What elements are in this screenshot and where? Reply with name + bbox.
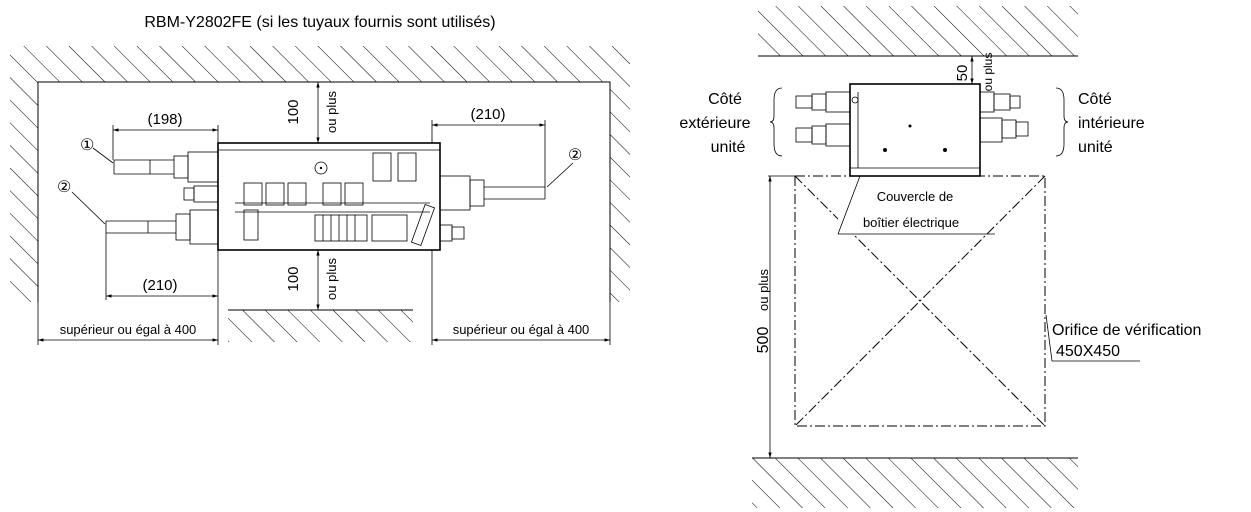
top-wall-hatching [758, 6, 1078, 56]
bottom-clearance: 100 ou plus [285, 250, 339, 310]
left-pipe-2 [105, 209, 219, 245]
outdoor-label-line-1: Côté [708, 91, 742, 108]
right-top-clearance-value: 50 [954, 65, 971, 82]
right-pipe-2 [439, 175, 546, 211]
dimension-198: (198) [112, 111, 219, 160]
left-small-fitting [183, 185, 219, 203]
top-clearance-unit: ou plus [324, 91, 339, 133]
left-pipe-1 [113, 151, 219, 183]
dimension-210-bottom: (210) [105, 233, 219, 345]
right-diagram: 50 ou plus Côté ext [679, 6, 1201, 508]
bottom-clearance-unit: ou plus [324, 258, 339, 300]
marker-1-left: ① [80, 137, 94, 154]
right-top-clearance-unit: ou plus [981, 53, 995, 92]
bottom-clearance-value: 100 [285, 266, 302, 291]
side-clearance-value: 500 [755, 327, 772, 354]
marker-2-left: ② [57, 179, 71, 196]
right-side-clearance: supérieur ou égal à 400 [431, 250, 611, 345]
right-indoor-unit [795, 83, 1029, 177]
dim-210-bottom-label: (210) [142, 277, 177, 294]
left-side-clearance: supérieur ou égal à 400 [37, 302, 218, 345]
outdoor-brace [769, 87, 783, 157]
inspection-label: Orifice de vérification [1052, 322, 1201, 339]
bottom-wall-hatching [752, 458, 1078, 508]
top-clearance: 100 ou plus [285, 82, 339, 143]
left-diagram: RBM-Y2802FE (si les tuyaux fournis sont … [10, 14, 630, 345]
left-side-clearance-label: supérieur ou égal à 400 [60, 322, 197, 337]
left-title: RBM-Y2802FE (si les tuyaux fournis sont … [144, 14, 495, 31]
left-wall-hatching [10, 46, 630, 342]
right-small-fitting [439, 224, 465, 242]
inspection-size: 450X450 [1056, 343, 1120, 360]
dim-210-top-label: (210) [470, 106, 505, 123]
indoor-brace [1055, 87, 1069, 157]
indoor-label-line-1: Côté [1078, 91, 1112, 108]
side-clearance-unit: ou plus [756, 269, 771, 311]
marker-2-right: ② [568, 147, 582, 164]
left-indoor-unit [217, 142, 441, 251]
indoor-label-line-3: unité [1078, 139, 1113, 156]
cover-label-line-2: boîtier électrique [863, 215, 959, 230]
right-side-clearance-label: supérieur ou égal à 400 [453, 322, 590, 337]
indoor-label-line-2: intérieure [1078, 115, 1145, 132]
dim-198-label: (198) [147, 111, 182, 128]
top-clearance-value: 100 [285, 99, 302, 124]
outdoor-label-line-3: unité [711, 139, 746, 156]
outdoor-label-line-2: extérieure [679, 115, 750, 132]
dimension-210-top: (210) [431, 106, 546, 187]
inspection-opening [794, 175, 1046, 427]
cover-label-line-1: Couvercle de [877, 189, 954, 204]
